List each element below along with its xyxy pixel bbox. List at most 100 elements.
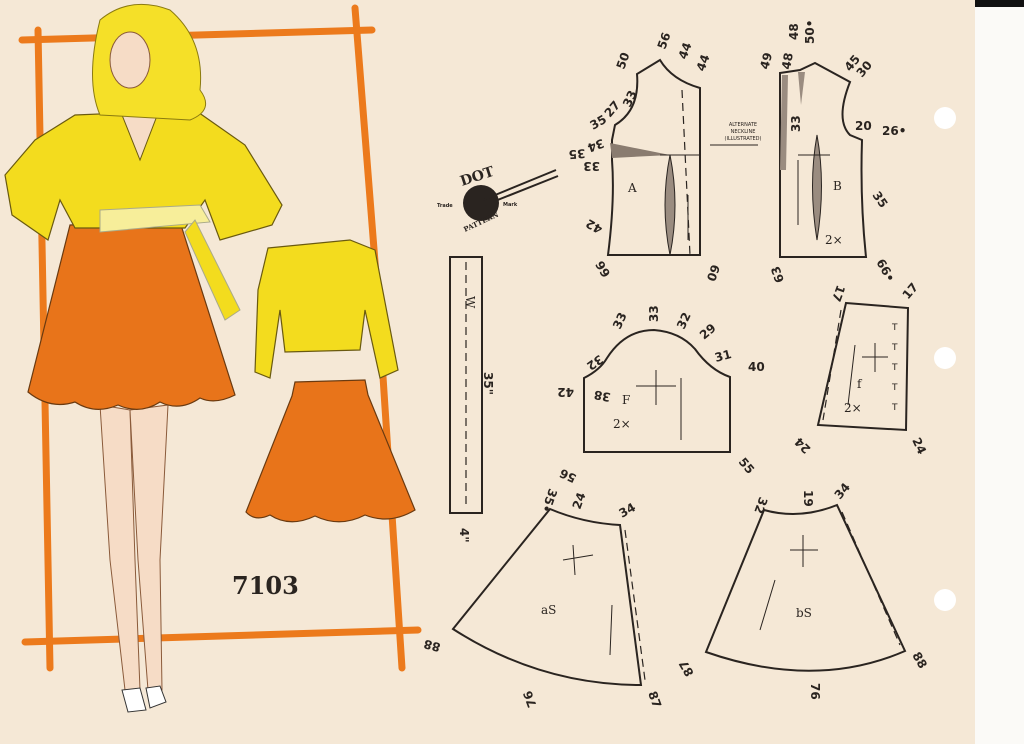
- sash-tail: [184, 219, 241, 321]
- frame-line: [18, 26, 376, 44]
- waistband-outline: [449, 256, 483, 514]
- piece-letter: W: [463, 296, 477, 309]
- label: 35: [568, 146, 586, 161]
- label: 31: [713, 347, 733, 365]
- count: 2×: [825, 233, 843, 247]
- piece-F: F 2× 33 33 32 29 31 40 32 42 38 56 55: [557, 305, 764, 485]
- label: 44: [694, 53, 713, 73]
- label: 19: [801, 490, 815, 507]
- binder-hole: [934, 347, 956, 369]
- logo-mark: Mark: [503, 202, 518, 208]
- length-label: 35": [481, 372, 495, 395]
- note-line: NECKLINE: [731, 129, 756, 135]
- piece-letter: f: [857, 377, 863, 391]
- skirt: [27, 221, 236, 410]
- binder-hole: [934, 589, 956, 611]
- button-marks: T: [891, 323, 898, 333]
- sash: [99, 204, 211, 233]
- facing: [780, 75, 788, 170]
- label: 33: [583, 159, 600, 173]
- outline: [606, 58, 701, 256]
- logo-circle: [463, 185, 499, 221]
- outline: [583, 328, 731, 453]
- piece-W: W 35" 4": [449, 256, 495, 543]
- frame-line: [21, 626, 422, 646]
- label: 60: [704, 263, 723, 283]
- dart: [664, 154, 676, 256]
- label: 33: [620, 88, 640, 109]
- model-number: 7103: [232, 571, 299, 600]
- fold-line: [822, 309, 842, 421]
- label: 48: [779, 52, 796, 71]
- outline: [451, 507, 643, 687]
- label: 88: [422, 637, 442, 655]
- piece-letter: A: [627, 181, 637, 195]
- label: 17: [829, 283, 848, 303]
- label: 33: [610, 310, 630, 331]
- piece-letter: F: [622, 393, 630, 407]
- label: 32: [751, 495, 770, 515]
- label: 40: [748, 360, 765, 374]
- label: 76: [808, 683, 822, 700]
- margin-strip: [975, 0, 1024, 744]
- label: 50•: [803, 20, 817, 44]
- label: 76: [521, 689, 540, 709]
- label: 87: [645, 689, 664, 709]
- face: [109, 31, 151, 89]
- label: 56: [557, 466, 578, 486]
- grain: [847, 343, 888, 406]
- button-marks: T: [891, 383, 898, 393]
- skirt-view: [245, 379, 416, 523]
- piece-B: B 2× 49 48 48 50• 45 30 33 20 26• 35 63 …: [757, 20, 906, 285]
- shoes: [121, 685, 167, 713]
- label: 48: [787, 23, 801, 40]
- outline: [704, 503, 907, 672]
- count: 2×: [844, 401, 862, 415]
- grain: [660, 154, 700, 240]
- label: 49: [757, 51, 775, 71]
- label: 34: [586, 136, 606, 155]
- piece-bS: bS 32 19 34 87 76 88: [676, 480, 930, 700]
- label: 42: [557, 385, 574, 399]
- label: 32: [674, 310, 694, 331]
- button-marks: T: [891, 363, 898, 373]
- count: 2×: [613, 417, 631, 431]
- blouse-back-view: [254, 239, 399, 379]
- label: 33: [647, 305, 661, 322]
- note-line: (ILLUSTRATED): [725, 136, 762, 142]
- alternate-neckline: [681, 89, 691, 256]
- pen-icon: [482, 169, 559, 206]
- top-edge: [975, 0, 1024, 7]
- label: 33: [789, 115, 803, 132]
- blouse: [4, 109, 283, 241]
- button-marks: T: [891, 343, 898, 353]
- dart: [798, 72, 805, 105]
- grain: [562, 544, 613, 656]
- outline: [816, 301, 910, 432]
- label: 56: [655, 31, 674, 51]
- grain: [636, 370, 682, 440]
- label: 50: [614, 51, 633, 71]
- label: 24: [909, 435, 929, 456]
- label: 38: [593, 387, 612, 404]
- grain: [797, 154, 830, 225]
- neckline: [119, 107, 161, 162]
- piece-letter: B: [833, 179, 842, 193]
- piece-A: A 50 56 44 44 33 27 35 34 35 33 42 66 60: [568, 31, 722, 284]
- label: 63: [768, 264, 787, 284]
- alternate-neckline-note: ALTERNATE NECKLINE (ILLUSTRATED): [710, 122, 762, 146]
- binder-holes: [934, 107, 956, 611]
- piece-aS: aS 35• 24 34 88 76 87: [422, 487, 664, 710]
- piece-letter: aS: [541, 603, 556, 617]
- fold-line: [841, 511, 901, 646]
- label: 24: [570, 491, 589, 511]
- binder-hole: [934, 107, 956, 129]
- piece-letter: bS: [796, 606, 812, 620]
- logo-trade: Trade: [437, 203, 453, 209]
- note-line: ALTERNATE: [729, 122, 757, 128]
- fashion-illustration: 7103: [4, 3, 422, 713]
- width-label: 4": [457, 528, 471, 543]
- dart: [610, 143, 670, 158]
- label: 26•: [882, 124, 906, 138]
